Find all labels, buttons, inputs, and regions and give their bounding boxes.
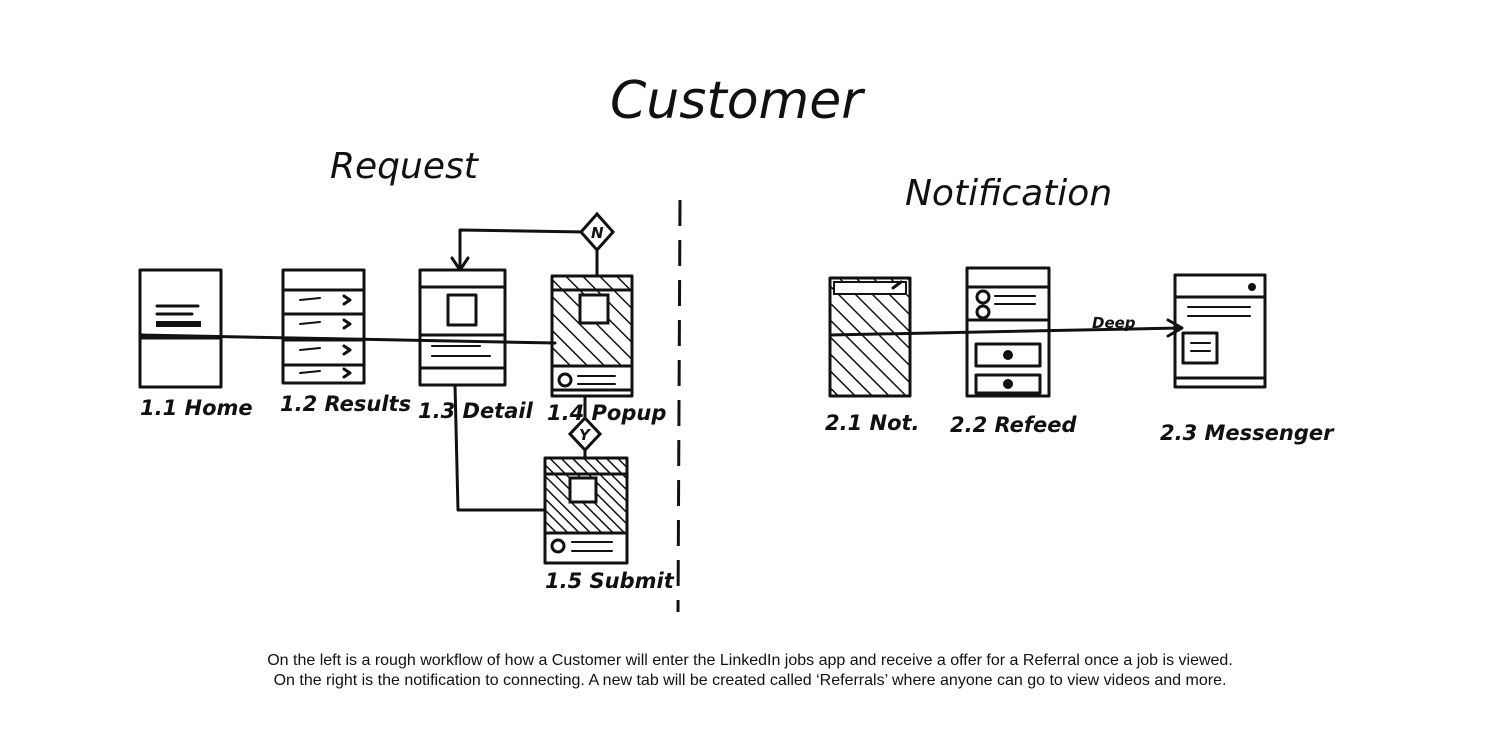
- screen-1-4-popup: [550, 274, 634, 398]
- section-title-request: Request: [330, 146, 480, 187]
- screen-label-1-3: 1.3 Detail: [418, 399, 534, 423]
- caption-line-1: On the left is a rough workflow of how a…: [267, 652, 1233, 669]
- screen-1-2-results: [281, 268, 366, 385]
- screen-1-3-detail: [418, 268, 507, 387]
- decision-no-label: N: [591, 224, 604, 242]
- screen-2-1-notification: [828, 276, 912, 398]
- section-divider: [676, 199, 682, 613]
- screen-label-2-3: 2.3 Messenger: [1160, 421, 1335, 445]
- screen-2-3-messenger: [1173, 273, 1267, 389]
- decision-no: N: [578, 211, 616, 253]
- diagram-title: Customer: [610, 71, 866, 131]
- screen-label-2-1: 2.1 Not.: [825, 411, 920, 435]
- caption-line-2: On the right is the notification to conn…: [273, 672, 1227, 689]
- screen-label-1-4: 1.4 Popup: [547, 401, 666, 425]
- decision-yes: Y: [567, 415, 603, 453]
- screen-1-5-submit: [543, 456, 629, 565]
- screen-2-2-refeed: [965, 266, 1051, 398]
- arrowhead-to-messenger: [1166, 318, 1184, 338]
- screen-1-1-home: [138, 268, 223, 389]
- edge-label-deep: Deep: [1092, 314, 1136, 332]
- arrowhead-to-detail: [450, 256, 470, 272]
- connector-submit-to-detail: [453, 383, 547, 512]
- decision-yes-label: Y: [579, 426, 592, 444]
- screen-label-1-2: 1.2 Results: [280, 392, 411, 416]
- section-title-notification: Notification: [905, 173, 1112, 214]
- screen-label-2-2: 2.2 Refeed: [950, 413, 1078, 437]
- screen-label-1-5: 1.5 Submit: [545, 569, 675, 593]
- screen-label-1-1: 1.1 Home: [140, 396, 253, 420]
